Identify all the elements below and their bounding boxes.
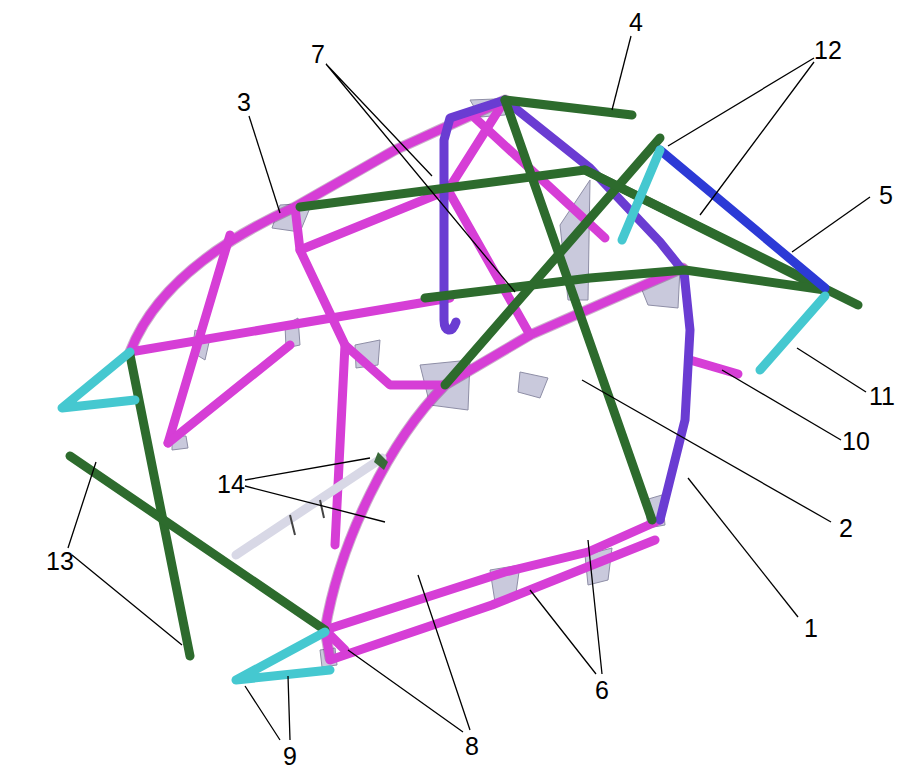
callout-number: 12 <box>814 38 842 63</box>
purple-tubes <box>444 100 690 520</box>
callout-number: 7 <box>311 42 325 67</box>
blue-and-cyan-tubes <box>62 150 825 680</box>
leader-lines <box>68 36 870 740</box>
callout-number: 3 <box>237 90 251 115</box>
callout-number: 9 <box>283 744 297 769</box>
callout-number: 14 <box>217 472 245 497</box>
callout-number: 11 <box>869 384 895 409</box>
callout-number: 8 <box>465 734 479 759</box>
magenta-tubes <box>130 100 738 660</box>
callout-number: 5 <box>879 183 893 208</box>
callout-number: 13 <box>46 549 74 574</box>
callout-number: 6 <box>595 678 609 703</box>
callout-number: 1 <box>804 616 818 641</box>
callout-number: 10 <box>842 429 870 454</box>
green-tubes <box>70 100 858 656</box>
callout-number: 2 <box>839 516 853 541</box>
seat-mount-bar <box>236 452 388 555</box>
callout-number: 4 <box>629 10 643 35</box>
